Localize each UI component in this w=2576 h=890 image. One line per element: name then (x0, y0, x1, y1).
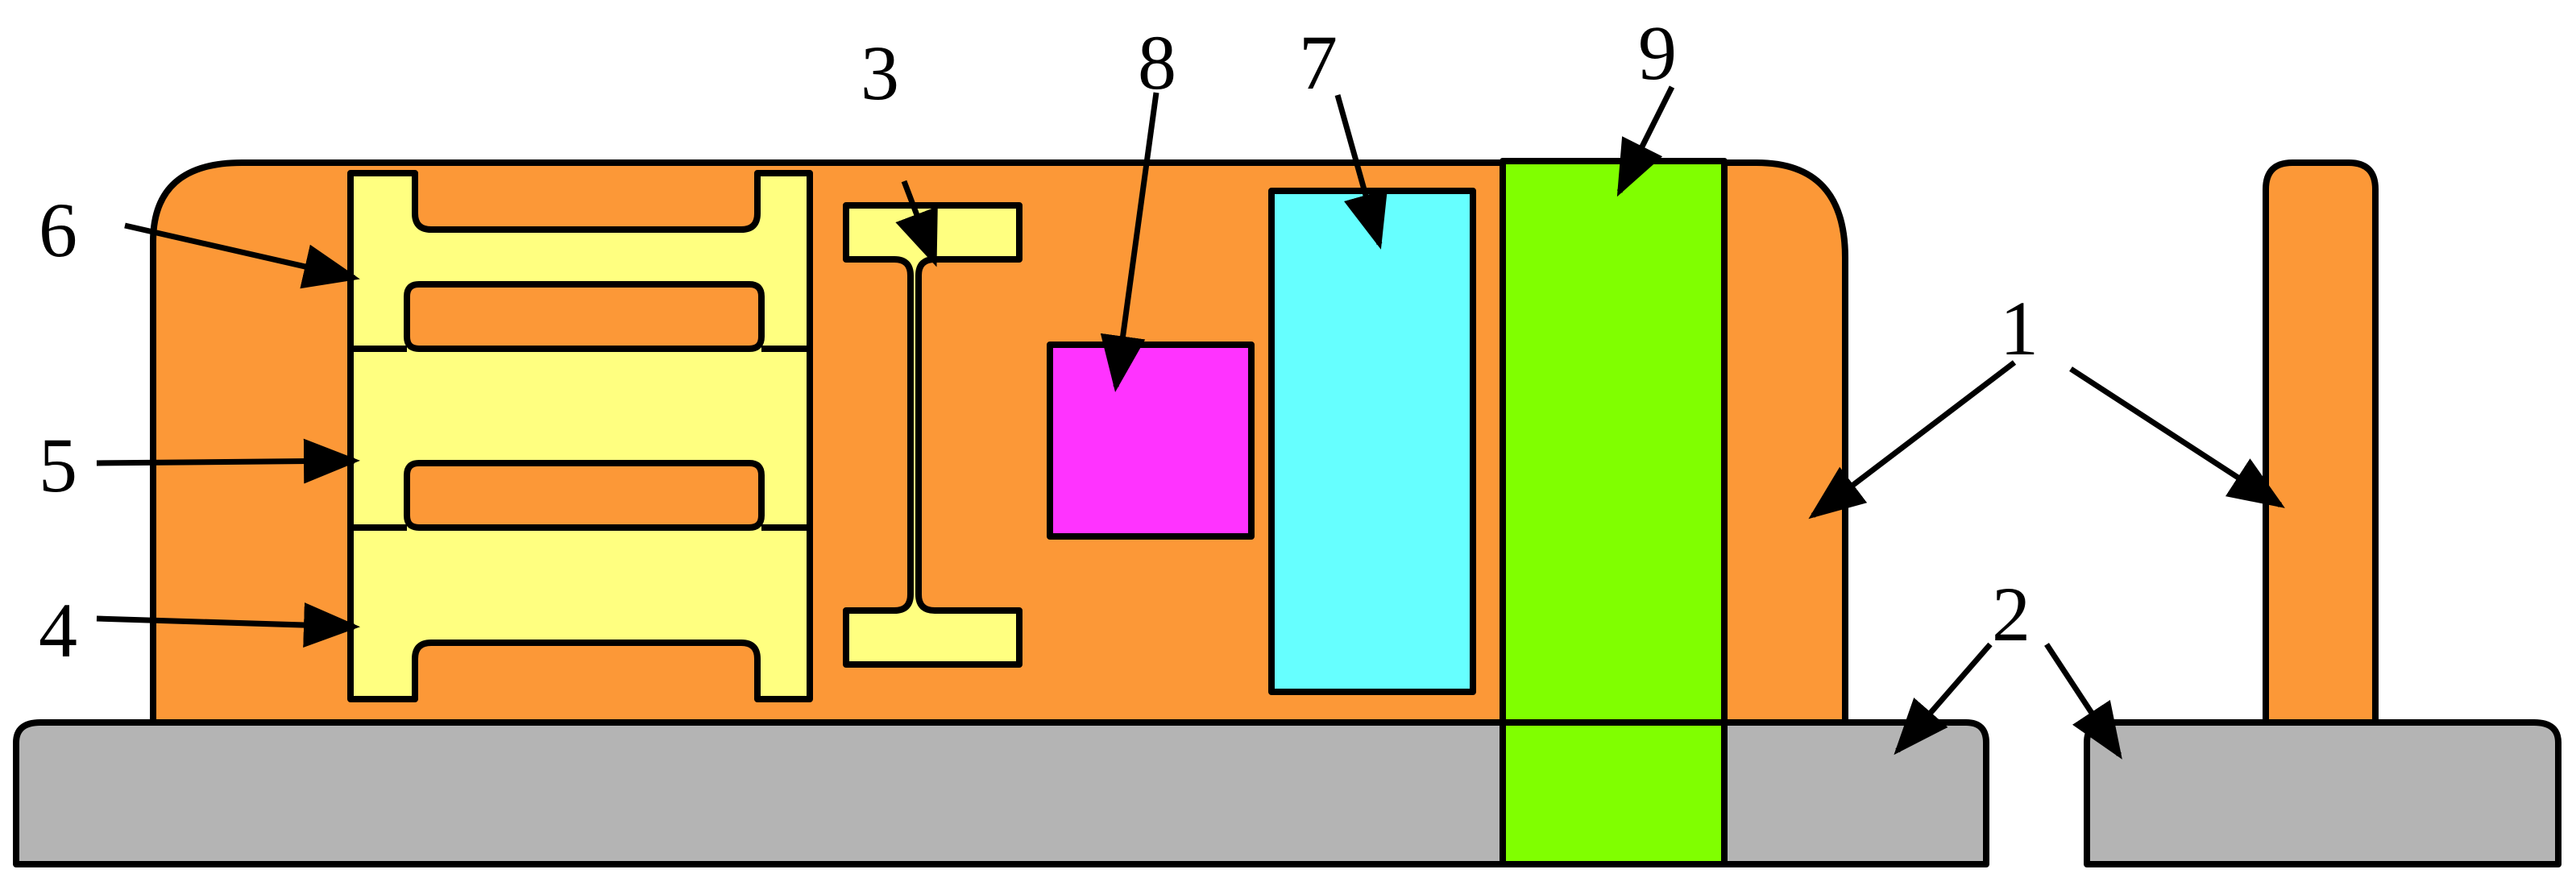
arrow-1-left (1808, 360, 2017, 520)
arrow-3 (895, 180, 938, 267)
right-post (2263, 159, 2379, 726)
arrow-9 (1616, 85, 1675, 197)
ladder-frame (347, 170, 813, 702)
arrow-1-right (2069, 366, 2285, 508)
arrow-5 (96, 438, 360, 484)
green-block (1500, 158, 1728, 867)
label-4: 4 (39, 587, 77, 673)
arrow-8 (1100, 92, 1159, 392)
arrow-2-left (1894, 642, 1993, 755)
label-6: 6 (39, 187, 77, 273)
label-5: 5 (39, 422, 77, 508)
arrow-6 (124, 222, 360, 289)
base-plate-left (13, 719, 1989, 867)
label-2: 2 (1992, 571, 2031, 657)
arrow-4 (96, 602, 360, 648)
cyan-block (1268, 188, 1476, 695)
label-7: 7 (1299, 19, 1338, 106)
label-8: 8 (1138, 19, 1176, 106)
magenta-block (1047, 342, 1255, 540)
label-1: 1 (2000, 285, 2039, 371)
arrow-7 (1334, 94, 1388, 250)
label-3: 3 (861, 30, 899, 116)
arrow-2-right (2044, 643, 2122, 760)
base-plate-right (2084, 719, 2561, 867)
label-9: 9 (1638, 10, 1677, 96)
